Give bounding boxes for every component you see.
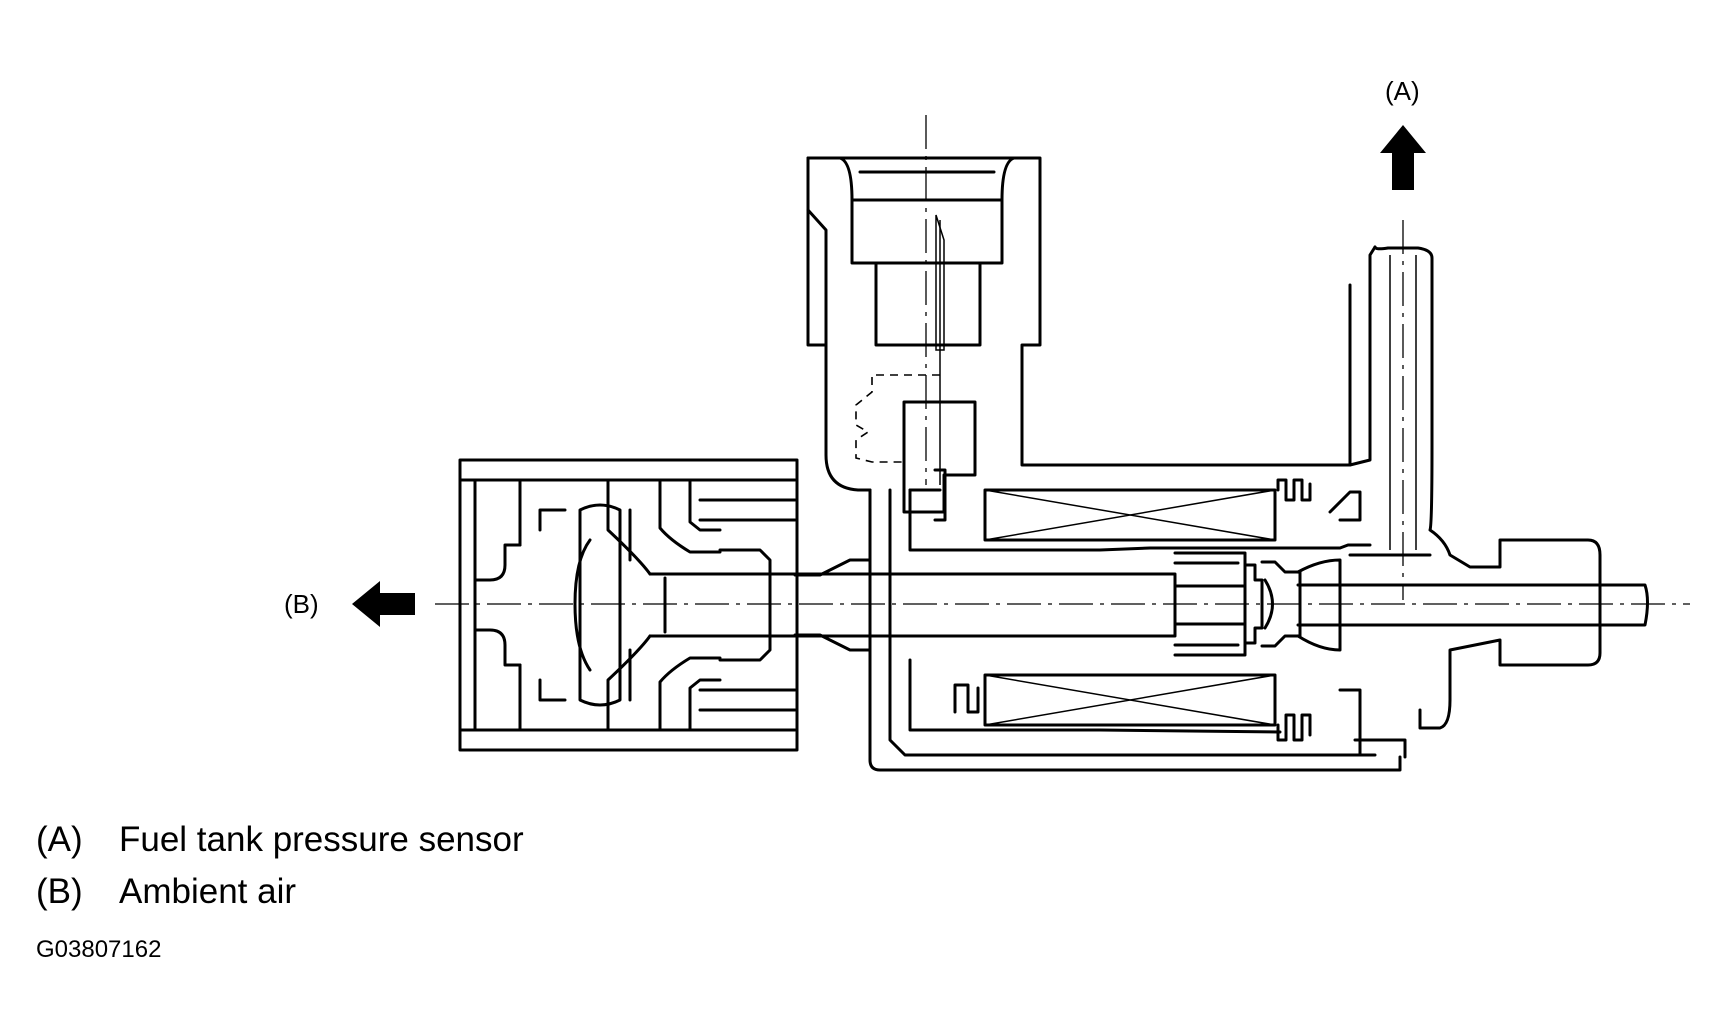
callout-b: (B)	[284, 589, 319, 619]
legend-item-b: (B) Ambient air	[36, 874, 296, 909]
valve-shaft	[648, 551, 1342, 657]
legend-key: (B)	[36, 872, 83, 911]
arrow-left-icon	[352, 581, 415, 627]
diaphragm-housing	[458, 458, 872, 752]
legend-key: (A)	[36, 820, 83, 859]
legend-item-a: (A) Fuel tank pressure sensor	[36, 822, 524, 857]
arrow-up-icon	[1380, 125, 1426, 190]
legend-text: Fuel tank pressure sensor	[119, 820, 524, 859]
figure-id: G03807162	[36, 936, 162, 963]
connector-housing	[806, 156, 1352, 514]
valve-body	[868, 468, 1407, 772]
callout-a: (A)	[1385, 76, 1420, 106]
sensor-port-tube	[1296, 245, 1649, 730]
legend-text: Ambient air	[119, 872, 297, 911]
